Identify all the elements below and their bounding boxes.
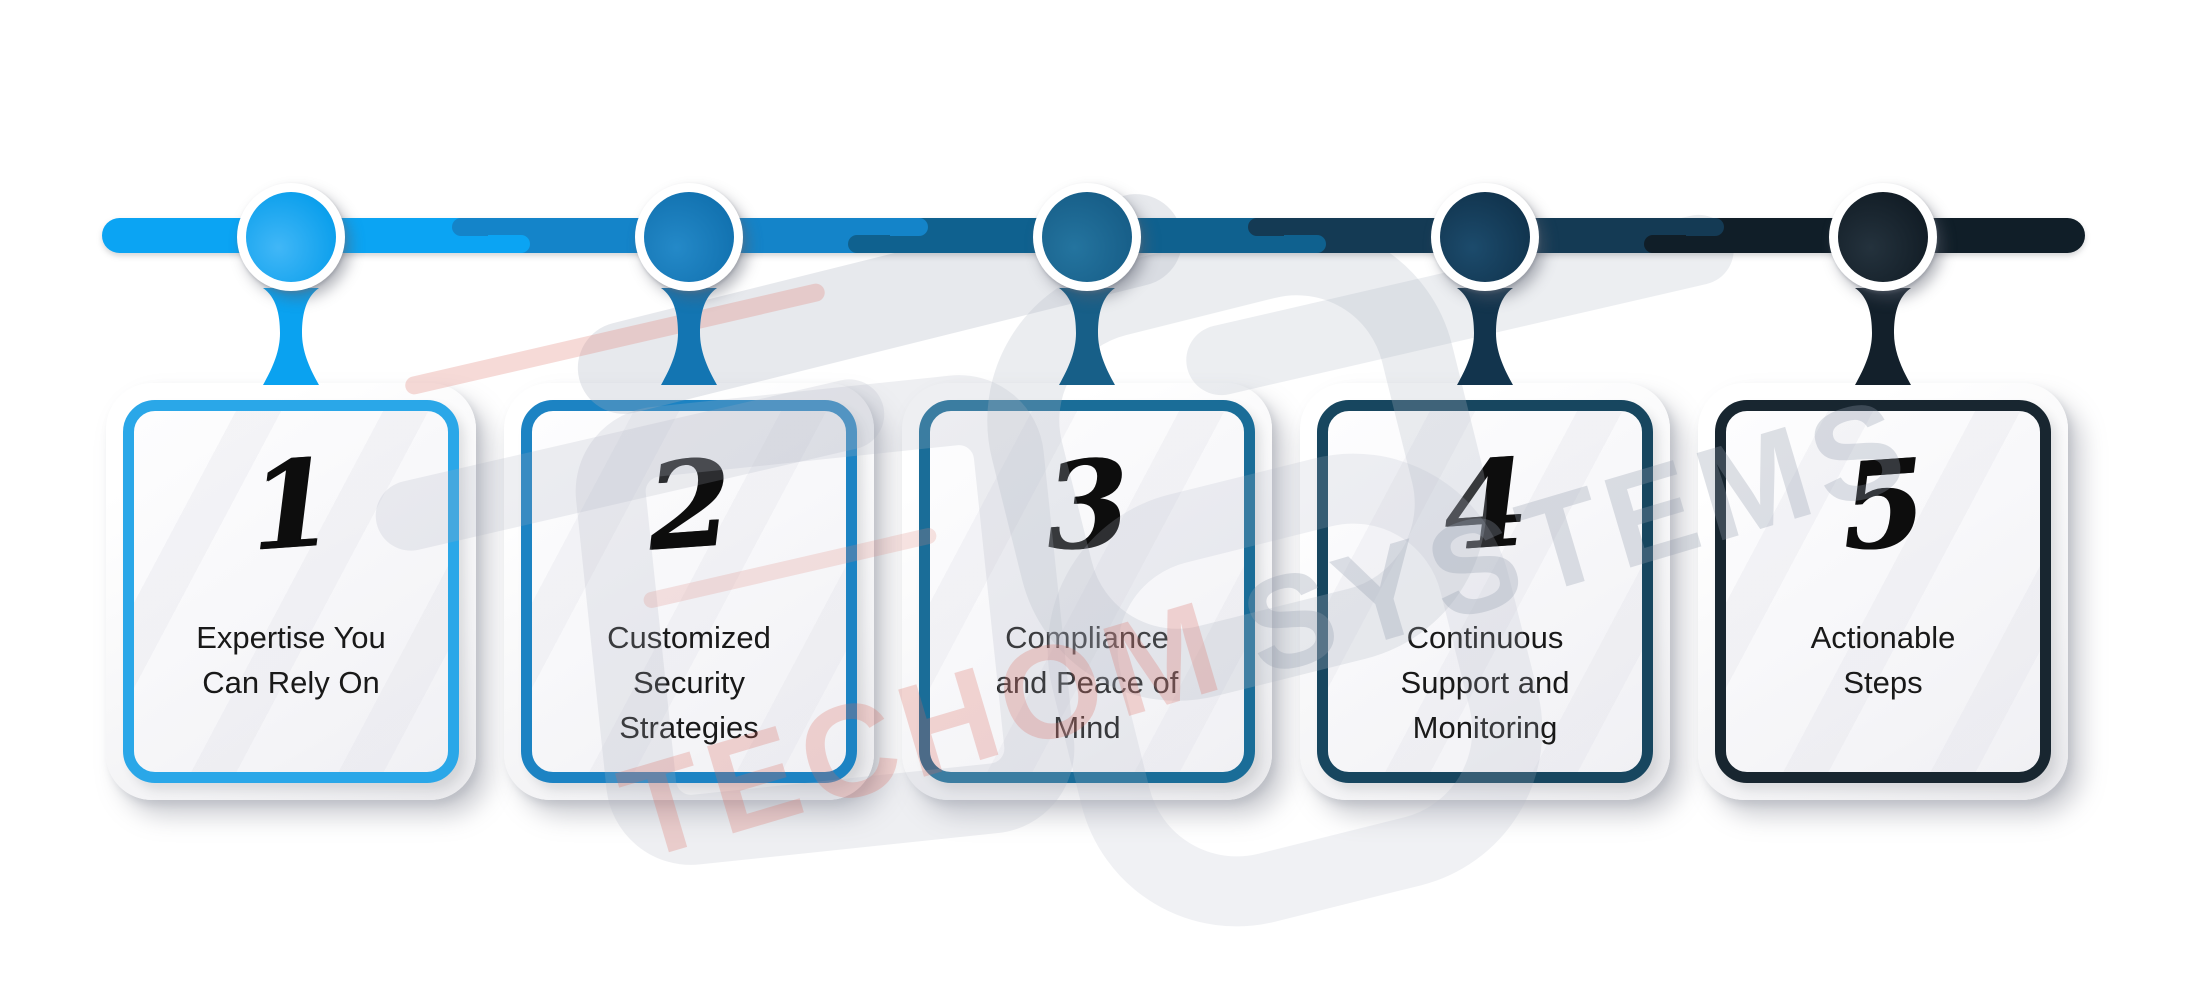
step-5-label: Actionable Steps <box>1810 620 1956 700</box>
step-4-label: Continuous Support and Monitoring <box>1400 620 1570 745</box>
step-card-1-frame: 1 Expertise You Can Rely On <box>123 400 459 783</box>
connector-drop-3 <box>1059 288 1115 385</box>
timeline-joint-1-top <box>452 218 492 236</box>
timeline-node-5-dot <box>1838 192 1928 282</box>
timeline-node-4 <box>1431 183 1539 291</box>
timeline-node-1-dot <box>246 192 336 282</box>
step-card-2-frame: 2 Customized Security Strategies <box>521 400 857 783</box>
timeline-node-4-dot <box>1440 192 1530 282</box>
step-card-1: 1 Expertise You Can Rely On <box>106 383 476 800</box>
step-card-4: 4 Continuous Support and Monitoring <box>1300 383 1670 800</box>
timeline-joint-2-top <box>886 218 928 236</box>
timeline-node-5 <box>1829 183 1937 291</box>
timeline-joint-4-top <box>1682 218 1724 236</box>
connector-drop-4 <box>1457 288 1513 385</box>
step-card-5: 5 Actionable Steps <box>1698 383 2068 800</box>
step-card-2: 2 Customized Security Strategies <box>504 383 874 800</box>
connector-drop-5 <box>1855 288 1911 385</box>
step-card-3: 3 Compliance and Peace of Mind <box>902 383 1272 800</box>
step-3-label: Compliance and Peace of Mind <box>995 620 1179 745</box>
timeline-joint-3-bottom <box>1284 235 1326 253</box>
connector-drop-1 <box>263 288 319 385</box>
timeline-node-1 <box>237 183 345 291</box>
step-1-label: Expertise You Can Rely On <box>196 620 386 700</box>
timeline-joint-1-bottom <box>488 235 530 253</box>
step-card-5-frame: 5 Actionable Steps <box>1715 400 2051 783</box>
timeline-joint-2-bottom <box>848 235 890 253</box>
timeline-node-2-dot <box>644 192 734 282</box>
timeline-node-3-dot <box>1042 192 1132 282</box>
timeline-joint-4-bottom <box>1644 235 1686 253</box>
timeline-joint-3-top <box>1248 218 1288 236</box>
step-card-4-frame: 4 Continuous Support and Monitoring <box>1317 400 1653 783</box>
timeline-node-2 <box>635 183 743 291</box>
step-2-label: Customized Security Strategies <box>607 620 771 745</box>
timeline-node-3 <box>1033 183 1141 291</box>
step-card-3-frame: 3 Compliance and Peace of Mind <box>919 400 1255 783</box>
connector-drop-2 <box>661 288 717 385</box>
